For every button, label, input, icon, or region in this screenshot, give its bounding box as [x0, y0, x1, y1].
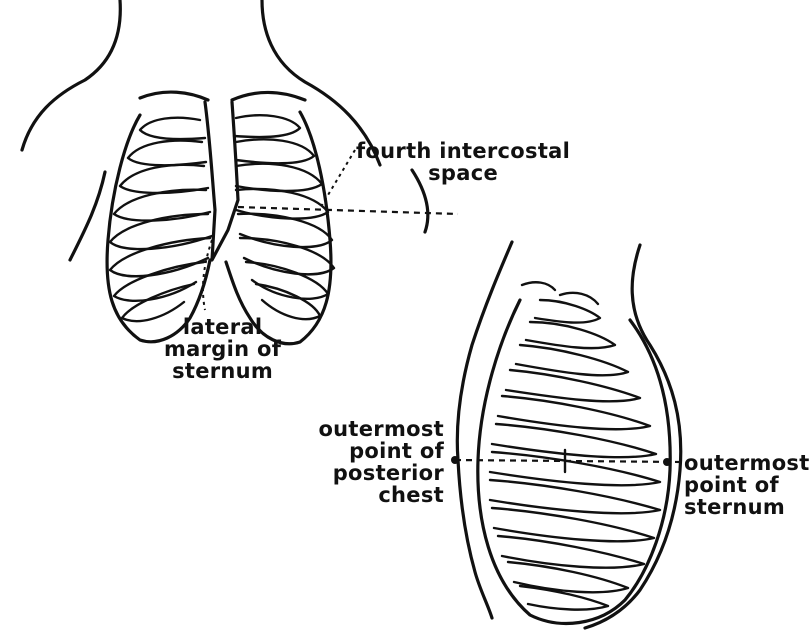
leader-fourth-intercostal: [322, 150, 355, 205]
body-left-outline: [70, 172, 105, 260]
clavicle-right: [232, 92, 305, 100]
back-outline: [457, 242, 512, 618]
fourth-intercostal-line: [238, 207, 458, 214]
sternum-point-marker: [663, 458, 671, 466]
label-outermost-point-posterior-chest: outermost point of posterior chest: [318, 418, 444, 506]
neck-left-outline: [22, 0, 120, 150]
label-fourth-intercostal-space: fourth intercostal space: [356, 140, 570, 184]
label-lateral-margin-of-sternum: lateral margin of sternum: [164, 316, 281, 382]
front-outline: [585, 245, 681, 628]
chest-depth-line: [455, 460, 682, 462]
label-outermost-point-sternum: outermost point of sternum: [684, 452, 810, 518]
left-rib-cage-outline: [107, 115, 210, 342]
right-ribs: [234, 115, 334, 319]
lateral-chest-illustration: [451, 242, 682, 628]
posterior-point-marker: [451, 456, 459, 464]
clavicle-left: [140, 92, 208, 100]
lateral-ribs: [490, 300, 660, 610]
